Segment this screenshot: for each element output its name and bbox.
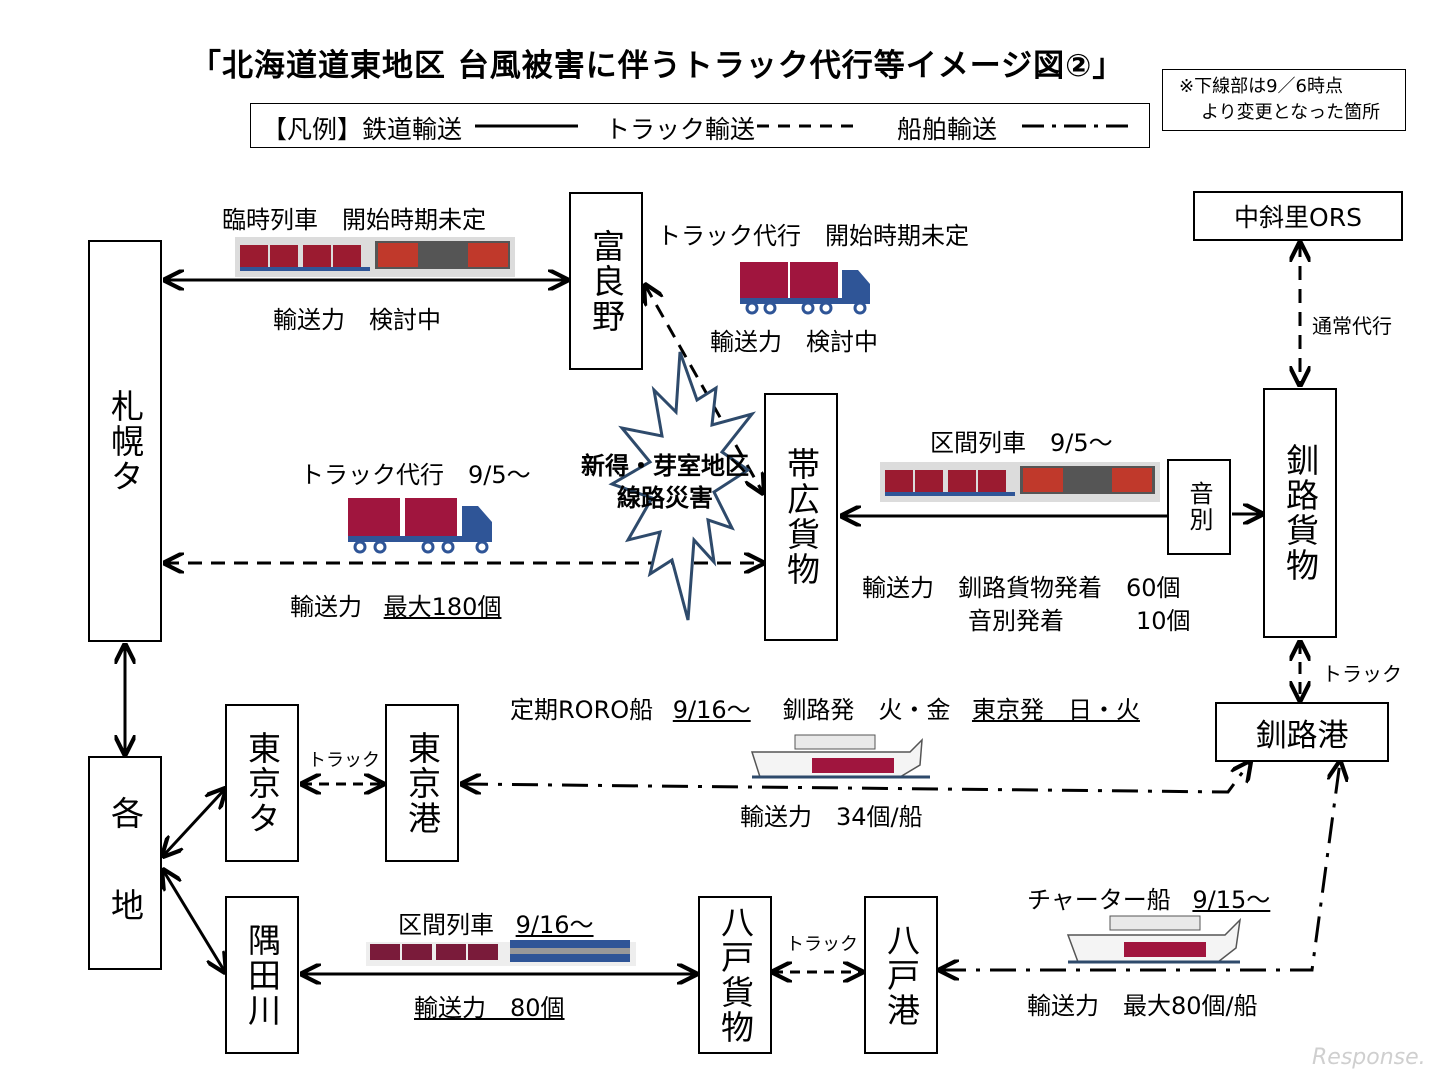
label-capacity-max80: 輸送力 最大80個/船 (1027, 992, 1258, 1020)
label-capacity-kushiro: 輸送力 釧路貨物発着 60個 (862, 574, 1181, 602)
rail-kakuchi-sumidagawa (163, 870, 225, 972)
label-temp-train: 臨時列車 開始時期未定 (222, 206, 486, 234)
ship-hachinohe-kushiro (940, 762, 1340, 970)
label-truck-tokyo: トラック (308, 750, 380, 771)
label-capacity-180: 輸送力 最大180個 (290, 593, 502, 621)
label-roro-ship: 定期RORO船 9/16～ 釧路発 火・金 東京発 日・火 (510, 696, 1140, 724)
label-capacity-otobetsu: 音別発着 10個 (968, 607, 1191, 635)
node-kushiro-freight: 釧路貨物 (1263, 388, 1337, 638)
label-capacity-review-1: 輸送力 検討中 (273, 306, 441, 334)
container-truck-icon-1 (740, 262, 870, 315)
node-sumidagawa: 隅田川 (225, 896, 299, 1054)
label-section-train: 区間列車 9/5～ (930, 429, 1113, 457)
node-hachinohe-freight: 八戸貨物 (698, 896, 772, 1054)
legend-rail-label: 【凡例】鉄道輸送 (262, 115, 463, 144)
freight-train-icon-1 (235, 237, 515, 277)
node-furano: 富良野 (569, 192, 643, 370)
node-tokyo-terminal: 東京タ (225, 704, 299, 862)
note-line-1: ※下線部は9／6時点 (1179, 76, 1343, 97)
node-nakashari-ors: 中斜里ORS (1193, 191, 1403, 241)
page-title: 「北海道道東地区 台風被害に伴うトラック代行等イメージ図②」 (190, 48, 1125, 84)
note-box: ※下線部は9／6時点 より変更となった箇所 (1162, 69, 1406, 131)
label-truck-furano: トラック代行 開始時期未定 (657, 222, 969, 250)
label-capacity-34: 輸送力 34個/船 (740, 803, 923, 831)
label-section-train-2: 区間列車 9/16～ (398, 911, 594, 939)
roro-ship-icon (750, 734, 930, 779)
label-charter-ship: チャーター船 9/15～ (1027, 886, 1271, 914)
label-truck-hachinohe: トラック (786, 934, 858, 955)
note-line-2: より変更となった箇所 (1201, 102, 1381, 123)
truck-furano-obihiro (645, 285, 763, 493)
container-truck-icon-2 (348, 498, 492, 554)
legend-box (250, 103, 1150, 148)
label-truck-obihiro: トラック代行 9/5～ (300, 461, 531, 489)
legend-ship-label: 船舶輸送 (897, 115, 998, 144)
label-truck-kushiro-port: トラック (1322, 662, 1402, 686)
label-normal-substitute: 通常代行 (1312, 314, 1392, 338)
label-capacity-80: 輸送力 80個 (414, 994, 565, 1022)
watermark-logo: Response. (1312, 1045, 1426, 1070)
legend-truck-label: トラック輸送 (605, 115, 756, 144)
node-kakuchi: 各 地 (88, 756, 162, 970)
label-capacity-review-2: 輸送力 検討中 (710, 328, 878, 356)
node-tokyo-port: 東京港 (385, 704, 459, 862)
disaster-label: 新得・芽室地区 線路災害 (581, 452, 749, 512)
disaster-burst-icon (608, 351, 757, 621)
freight-train-icon-2 (880, 462, 1160, 502)
node-otobetsu: 音別 (1167, 459, 1231, 555)
rail-kakuchi-tokyo (163, 789, 225, 856)
node-obihiro-freight: 帯広貨物 (764, 393, 838, 641)
freight-train-icon-3 (366, 940, 636, 966)
node-hachinohe-port: 八戸港 (864, 896, 938, 1054)
node-sapporo-terminal: 札幌タ (88, 240, 162, 642)
charter-ship-icon (1066, 915, 1242, 964)
node-kushiro-port: 釧路港 (1215, 702, 1389, 762)
